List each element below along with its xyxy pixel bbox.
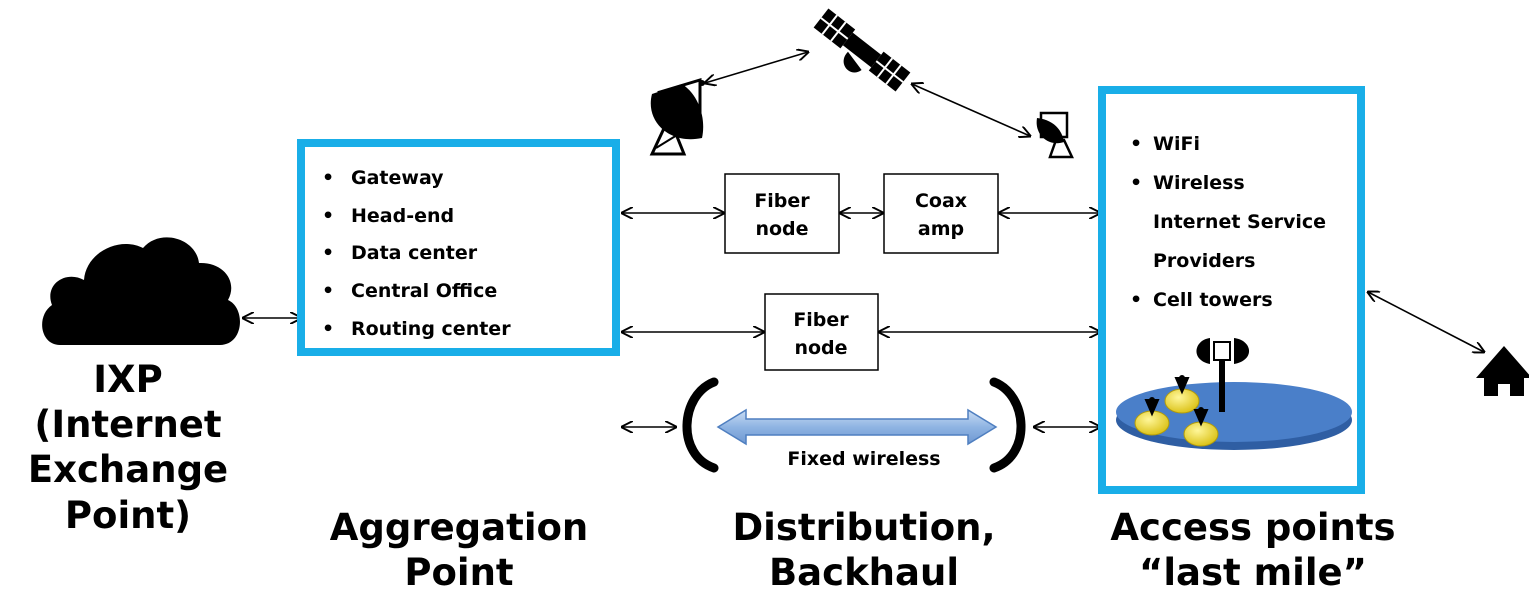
ixp-label: IXP (Internet Exchange Point) (28, 358, 228, 537)
distribution-label-line: Backhaul (769, 551, 959, 594)
dish-satellite-arrow (705, 52, 808, 83)
access-label-line: Access points (1110, 506, 1395, 549)
aggregation-label-line: Point (404, 551, 513, 594)
satellite-dish-icon (1036, 111, 1074, 159)
satellite-icon (813, 8, 911, 92)
bullet-icon: • (322, 205, 334, 227)
home-icon (1476, 346, 1529, 396)
fixed-wireless-arrow (716, 408, 998, 446)
aggregation-label: Aggregation Point (330, 506, 589, 594)
fiber-node-label: Fiber (754, 190, 810, 212)
aggregation-item: Central Office (351, 280, 497, 302)
access-item: WiFi (1153, 133, 1200, 155)
aggregation-item: Data center (351, 242, 478, 264)
bullet-icon: • (1130, 133, 1142, 155)
aggregation-box (297, 139, 620, 356)
fiber-node-box (724, 173, 840, 254)
distribution-label-line: Distribution, (732, 506, 995, 549)
bullet-icon: • (322, 280, 334, 302)
ixp-label-line: Exchange (28, 448, 228, 491)
access-label-line: “last mile” (1139, 551, 1367, 594)
aggregation-item: Routing center (351, 318, 511, 340)
bullet-icon: • (322, 167, 334, 189)
aggregation-item: Head-end (351, 205, 454, 227)
access-item: Providers (1153, 250, 1255, 272)
right-bracket-icon (989, 377, 1026, 473)
distribution-label: Distribution, Backhaul (732, 506, 995, 594)
bullet-icon: • (322, 242, 334, 264)
coax-amp-box (883, 173, 999, 254)
access-label: Access points “last mile” (1110, 506, 1395, 594)
ixp-label-line: Point) (65, 494, 191, 537)
access-home-arrow (1368, 292, 1484, 352)
fiber-node-label: node (755, 218, 808, 240)
fiber-node-label: node (794, 337, 847, 359)
satellite-dish-icon (649, 77, 705, 156)
aggregation-label-line: Aggregation (330, 506, 589, 549)
satellite-dish-arrow (912, 84, 1030, 136)
access-item: Wireless (1153, 172, 1245, 194)
ixp-label-line: (Internet (34, 403, 221, 446)
cell-tower-icon (1116, 338, 1352, 450)
left-bracket-icon (682, 377, 719, 473)
fiber-node-box-2 (764, 293, 879, 371)
access-item: Internet Service (1153, 211, 1326, 233)
access-item: Cell towers (1153, 289, 1273, 311)
aggregation-item: Gateway (351, 167, 444, 189)
cloud-icon (42, 237, 240, 345)
aggregation-list: • Gateway • Head-end • Data center • Cen… (322, 167, 511, 340)
fixed-wireless-label: Fixed wireless (787, 448, 940, 470)
ixp-label-line: IXP (93, 358, 162, 401)
bullet-icon: • (322, 318, 334, 340)
access-list: • WiFi • Wireless Internet Service Provi… (1130, 133, 1326, 311)
bullet-icon: • (1130, 172, 1142, 194)
coax-amp-label: amp (918, 218, 964, 240)
fiber-node-label: Fiber (793, 309, 849, 331)
bullet-icon: • (1130, 289, 1142, 311)
coax-amp-label: Coax (915, 190, 967, 212)
